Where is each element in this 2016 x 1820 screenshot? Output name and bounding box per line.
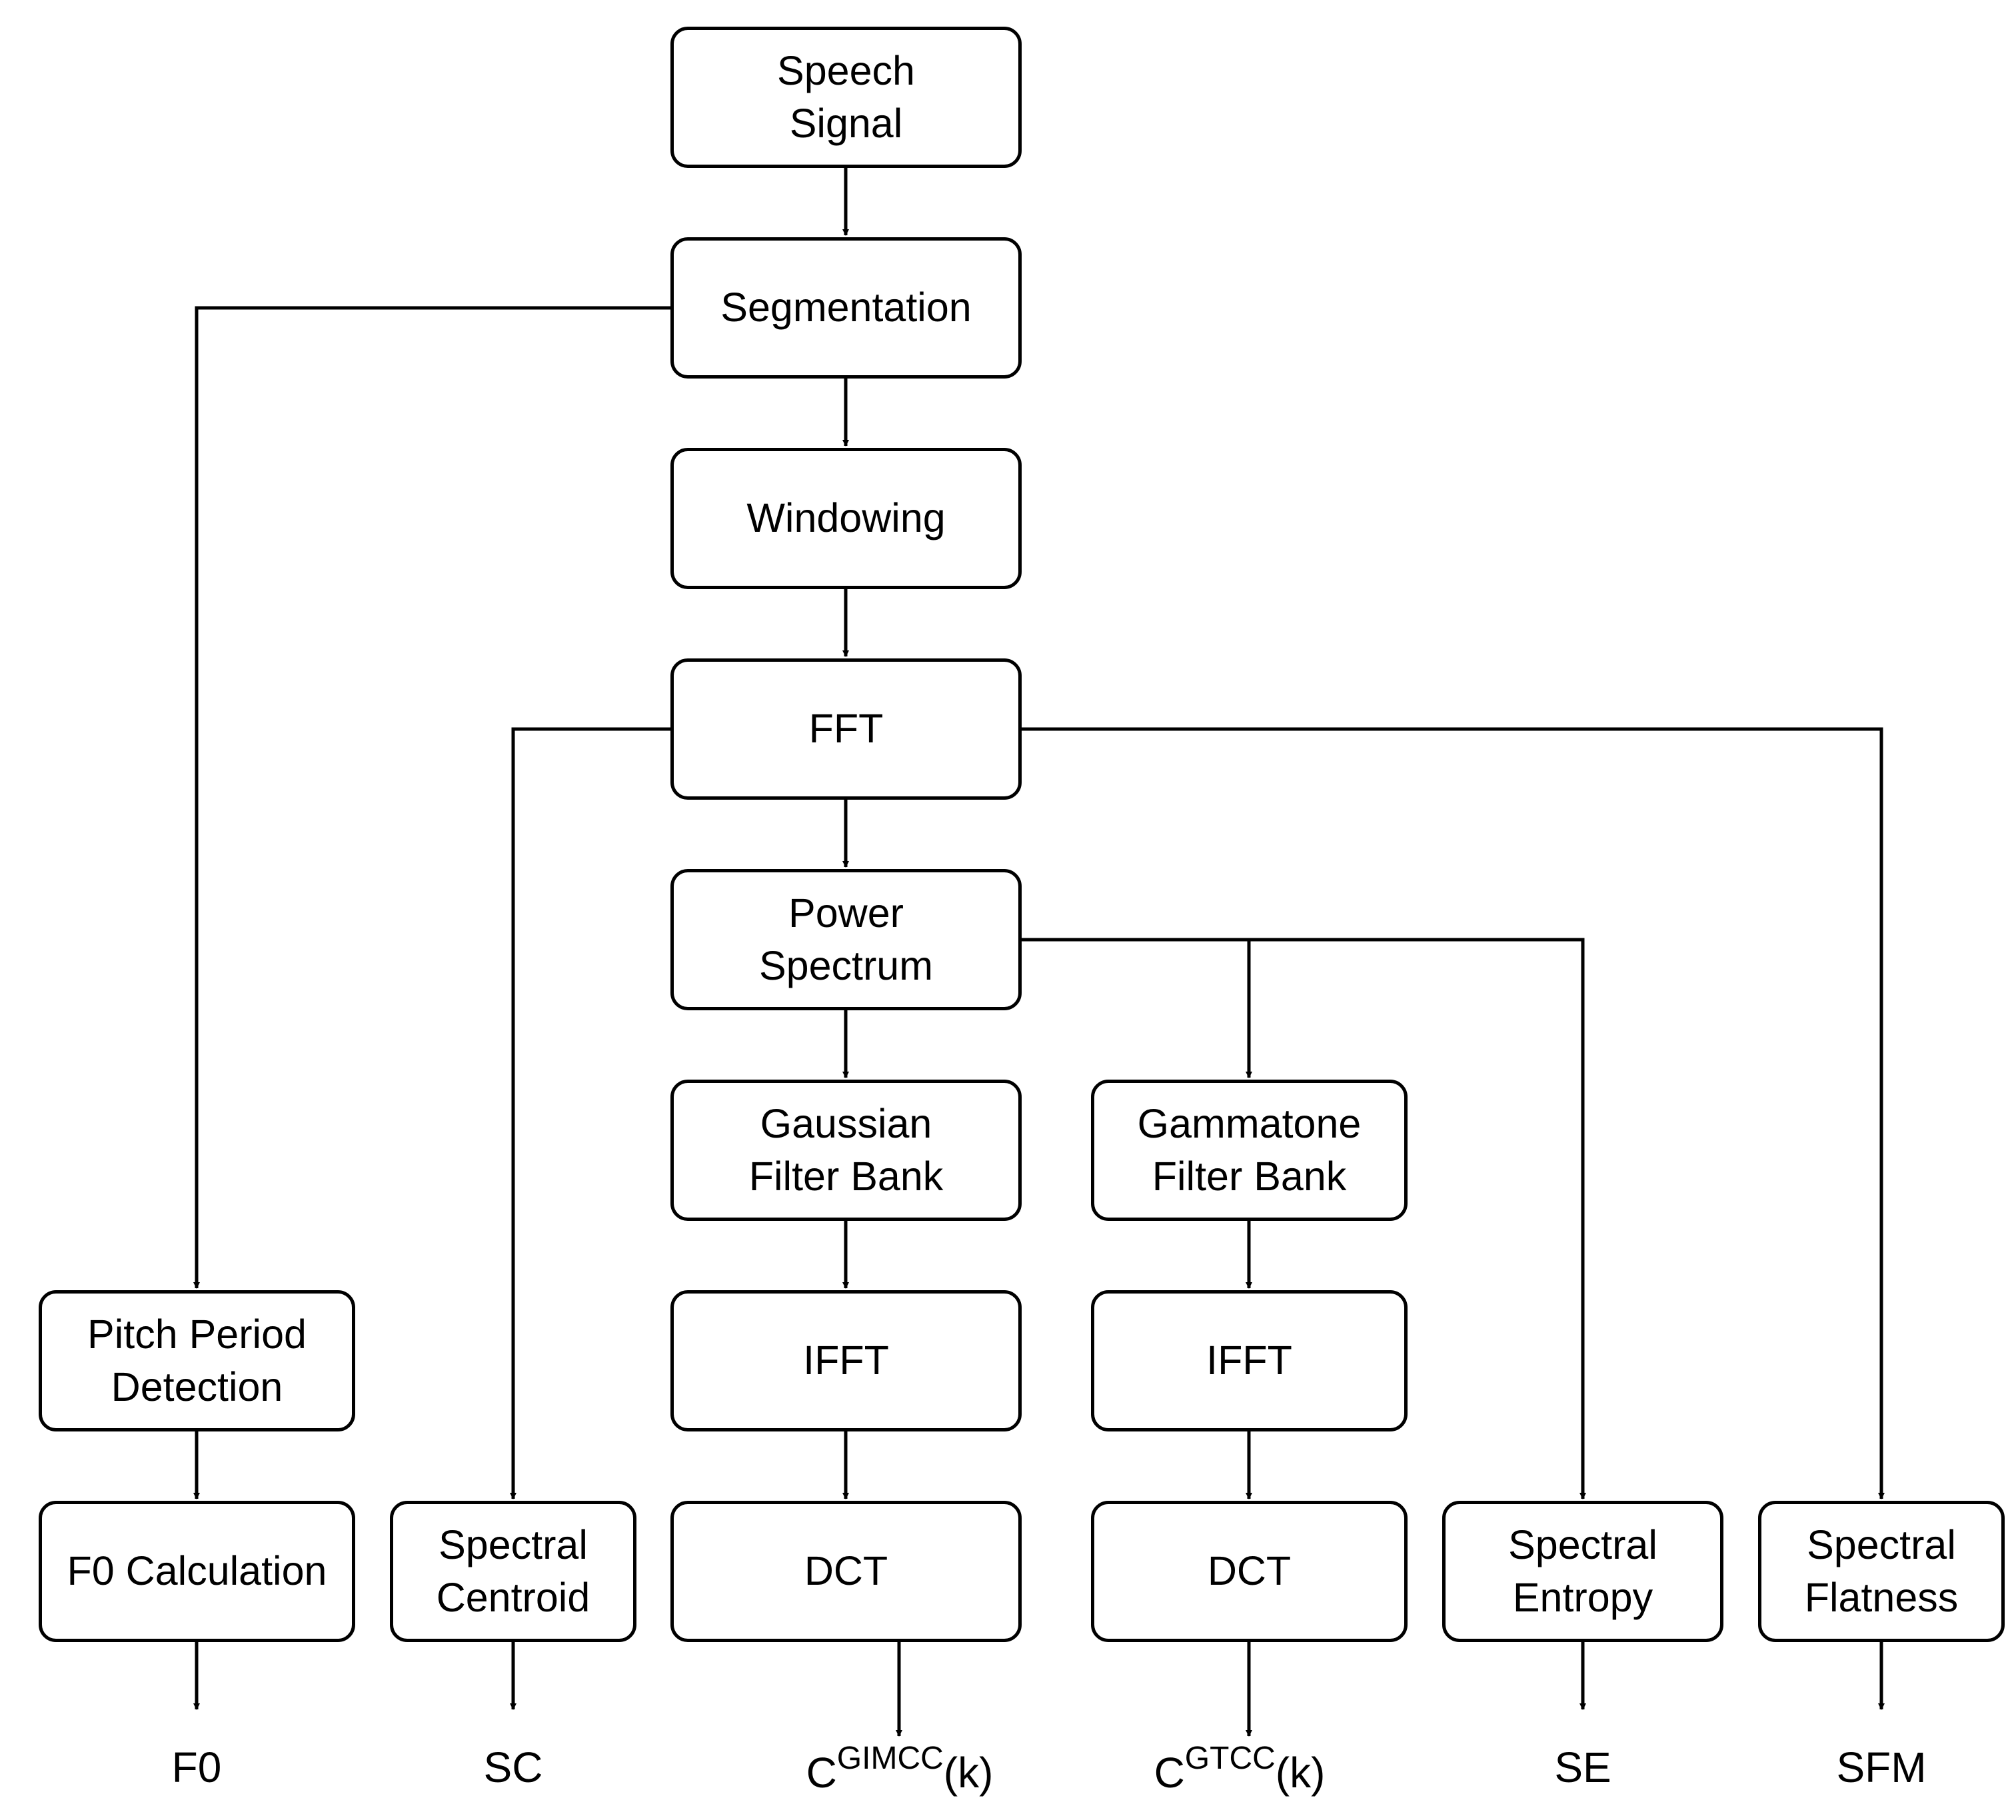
dct-gammatone-label: DCT (1207, 1548, 1292, 1594)
segmentation-box: Segmentation (670, 237, 1022, 379)
speech-signal-label-line1: Speech (777, 47, 915, 93)
gaussian-filter-bank-label-line2: Filter Bank (748, 1154, 944, 1199)
speech-signal-label-line2: Signal (789, 101, 903, 146)
output-gtcc: CGTCC(k) (1154, 1743, 1326, 1797)
gammatone-filter-bank-box: Gammatone Filter Bank (1091, 1080, 1408, 1221)
gaussian-filter-bank-box: Gaussian Filter Bank (670, 1080, 1022, 1221)
output-se: SE (1554, 1743, 1611, 1791)
output-sc: SC (483, 1743, 543, 1791)
ifft-gammatone-label: IFFT (1206, 1338, 1292, 1383)
power-spectrum-label-line1: Power (788, 890, 904, 936)
ifft-gaussian-label: IFFT (803, 1338, 889, 1383)
segmentation-label: Segmentation (720, 285, 972, 331)
spectral-flatness-label-line1: Spectral (1807, 1521, 1956, 1567)
f0-calculation-label: F0 Calculation (67, 1548, 327, 1594)
power-spectrum-box: Power Spectrum (670, 869, 1022, 1010)
dct-gaussian-box: DCT (670, 1501, 1022, 1642)
spectral-centroid-label-line2: Centroid (436, 1575, 590, 1620)
output-gtcc-superscript: GTCC (1184, 1741, 1276, 1776)
spectral-flatness-box: Spectral Flatness (1758, 1501, 2005, 1642)
arrow-fft-to-spectral-centroid (510, 727, 670, 1499)
gammatone-filter-bank-label-line2: Filter Bank (1152, 1154, 1347, 1199)
gammatone-filter-bank-label-line1: Gammatone (1137, 1100, 1362, 1146)
pitch-period-detection-label-line1: Pitch Period (87, 1311, 307, 1357)
spectral-entropy-label-line2: Entropy (1512, 1575, 1653, 1620)
speech-signal-box: Speech Signal (670, 27, 1022, 168)
output-f0: F0 (171, 1743, 222, 1791)
windowing-box: Windowing (670, 448, 1022, 589)
pitch-period-detection-box: Pitch Period Detection (39, 1290, 355, 1431)
output-gimcc-base: C (806, 1749, 837, 1797)
ifft-gaussian-box: IFFT (670, 1290, 1022, 1431)
output-gimcc-argument: (k) (943, 1749, 994, 1797)
spectral-entropy-box: Spectral Entropy (1442, 1501, 1723, 1642)
output-sfm: SFM (1836, 1743, 1927, 1791)
output-gimcc-superscript: GIMCC (836, 1741, 944, 1776)
spectral-entropy-label-line1: Spectral (1508, 1521, 1657, 1567)
output-gtcc-argument: (k) (1275, 1749, 1326, 1797)
dct-gaussian-label: DCT (804, 1548, 888, 1594)
arrow-fft-to-spectral-flatness (1022, 727, 1885, 1499)
spectral-flatness-label-line2: Flatness (1804, 1575, 1959, 1620)
arrow-segmentation-to-pitch (193, 306, 670, 1289)
output-gtcc-base: C (1154, 1749, 1185, 1797)
output-gimcc: CGIMCC(k) (806, 1743, 994, 1797)
spectral-centroid-box: Spectral Centroid (390, 1501, 636, 1642)
windowing-label: Windowing (746, 495, 946, 541)
line-power-to-branch (1022, 938, 1586, 1499)
gaussian-filter-bank-label-line1: Gaussian (760, 1100, 932, 1146)
fft-label: FFT (808, 706, 884, 752)
pitch-period-detection-label-line2: Detection (111, 1364, 283, 1409)
fft-box: FFT (670, 658, 1022, 800)
f0-calculation-box: F0 Calculation (39, 1501, 355, 1642)
spectral-centroid-label-line1: Spectral (439, 1521, 588, 1567)
dct-gammatone-box: DCT (1091, 1501, 1408, 1642)
ifft-gammatone-box: IFFT (1091, 1290, 1408, 1431)
power-spectrum-label-line2: Spectrum (758, 943, 934, 988)
